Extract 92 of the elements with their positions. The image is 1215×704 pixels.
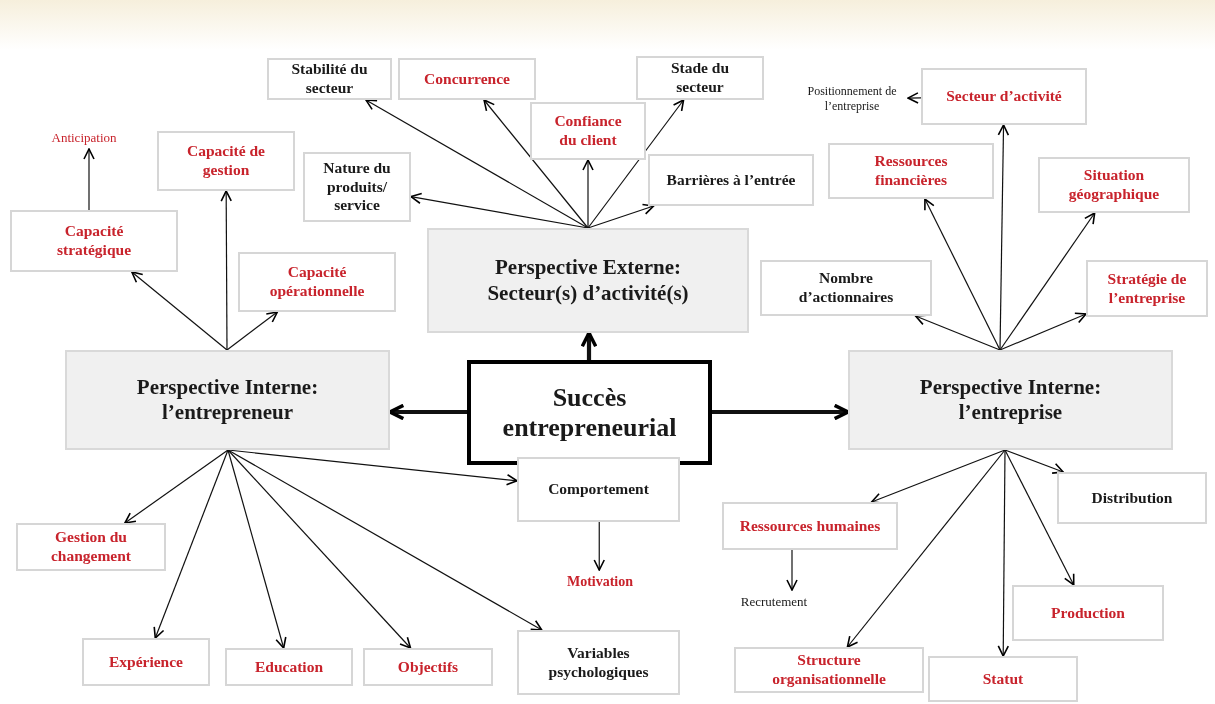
factor-label: Ressources humaines [739, 516, 881, 536]
arrow [587, 203, 655, 229]
arrow [870, 449, 1006, 504]
factor-label: Nombre d’actionnaires [797, 269, 895, 307]
factor-box [648, 154, 814, 206]
arrow [999, 312, 1087, 351]
factor-box [734, 647, 924, 693]
factor-label: Confiance du client [553, 112, 623, 150]
factor-label: Expérience [108, 652, 183, 672]
factor-box [363, 648, 493, 686]
factor-label: Stratégie de l’entreprise [1106, 269, 1188, 308]
node-label: Recrutement [716, 590, 832, 614]
perspective-label: Perspective Interne: l’entrepreneur [135, 374, 320, 426]
node-label: Positionnement de l’entreprise [796, 80, 908, 118]
arrow [587, 99, 685, 229]
central-box [467, 360, 712, 465]
factor-label: Distribution [1091, 488, 1173, 508]
arrow [924, 198, 1001, 351]
factor-label: Capacité stratégique [55, 222, 132, 260]
node-label: Anticipation [38, 127, 130, 149]
arrow [227, 449, 543, 631]
arrow [1004, 449, 1075, 586]
factor-label: Nature du produits/ service [322, 159, 392, 215]
arrow [220, 190, 232, 351]
factor-box [1086, 260, 1208, 317]
factor-box [10, 210, 178, 272]
factor-box [517, 457, 680, 522]
factor-box [267, 58, 392, 100]
factor-label: Objectifs [397, 657, 459, 677]
factor-box [1012, 585, 1164, 641]
arrow [593, 521, 606, 571]
node-label: Motivation [550, 570, 650, 594]
factor-box [157, 131, 295, 191]
factor-box [398, 58, 536, 100]
factor-box [225, 648, 353, 686]
factor-box [530, 102, 646, 160]
factor-box [517, 630, 680, 695]
factor-label: Capacité opérationnelle [268, 263, 366, 301]
factor-label: Education [254, 657, 324, 677]
factor-box [722, 502, 898, 550]
factor-label: Variables psychologiques [547, 643, 650, 682]
perspective-box [427, 228, 749, 333]
factor-label: Ressources financières [873, 152, 949, 190]
factor-box [1057, 472, 1207, 524]
factor-box [16, 523, 166, 571]
perspective-box [848, 350, 1173, 450]
factor-label: Stade du secteur [669, 59, 731, 97]
factor-label: Structure organisationnelle [771, 651, 887, 689]
arrow [131, 271, 228, 351]
factor-box [238, 252, 396, 312]
arrow [124, 449, 229, 524]
perspective-label: Perspective Externe: Secteur(s) d’activité(s) [486, 255, 690, 306]
factor-label: Secteur d’activité [946, 87, 1062, 106]
factor-label: Gestion du changement [49, 528, 133, 566]
factor-box [921, 68, 1087, 125]
arrow [786, 549, 798, 591]
arrow [997, 124, 1010, 351]
factor-box [760, 260, 932, 316]
factor-box [82, 638, 210, 686]
central-label: Succès entrepreneurial [501, 382, 678, 443]
factor-label: Situation géographique [1067, 166, 1161, 204]
arrow [907, 92, 922, 104]
factor-box [303, 152, 411, 222]
arrow [1004, 449, 1064, 474]
arrow [846, 449, 1006, 648]
factor-box [928, 656, 1078, 702]
factor-label: Stabilité du secteur [290, 60, 369, 98]
arrow [410, 192, 589, 229]
arrow [999, 212, 1096, 351]
factor-label: Production [1051, 603, 1125, 623]
arrow [580, 331, 598, 360]
factor-box [1038, 157, 1190, 213]
factor-label: Statut [982, 669, 1024, 689]
factor-box [636, 56, 764, 100]
arrow [365, 99, 589, 229]
arrow [712, 403, 850, 421]
perspective-box [65, 350, 390, 450]
factor-label: Concurrence [424, 69, 510, 89]
factor-label: Comportement [548, 480, 649, 499]
factor-label: Capacité de gestion [186, 142, 266, 180]
arrow [153, 449, 229, 639]
factor-box [828, 143, 994, 199]
arrow [997, 449, 1010, 657]
arrow [914, 314, 1001, 351]
factor-label: Barrières à l’entrée [666, 170, 796, 190]
perspective-label: Perspective Interne: l’entreprise [918, 374, 1103, 426]
arrow [582, 159, 594, 229]
arrow [483, 99, 589, 229]
arrow [83, 148, 95, 211]
arrow [227, 449, 287, 649]
arrow [226, 311, 279, 351]
arrow [227, 449, 412, 649]
